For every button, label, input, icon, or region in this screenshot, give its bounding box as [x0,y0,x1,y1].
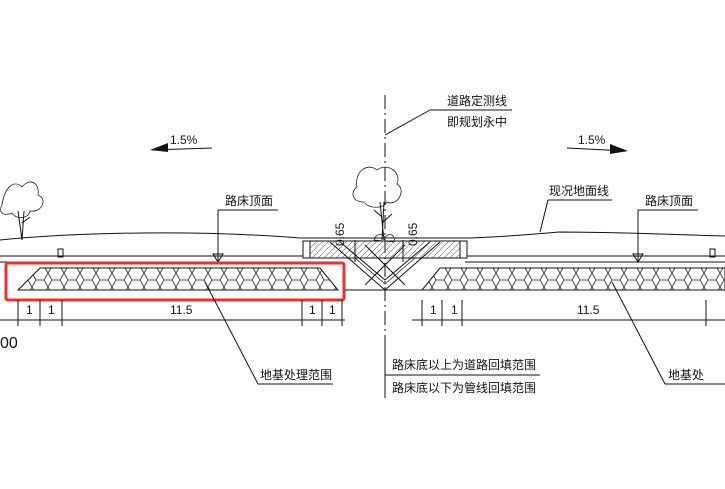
slope-right-label: 1.5% [578,133,606,147]
foundation-zone-right [420,267,725,291]
centerline-label-2: 即规划永中 [447,114,507,129]
slope-left-label: 1.5% [170,133,198,147]
dim-1-f: 1 [451,303,458,317]
dim-065-right: 0.65 [402,222,420,262]
subgrade-top-right-group: 路床顶面 [632,193,698,263]
dim-1-b: 1 [48,303,55,317]
subgrade-top-right-label: 路床顶面 [645,193,693,208]
dim-row-left: 1 1 11.5 1 1 00 [0,300,345,352]
existing-ground-label-group: 现况地面线 [539,184,612,233]
centerline-label-1: 道路定测线 [447,93,507,108]
tree-icon [352,166,402,243]
dim-partial: 00 [0,335,18,352]
existing-ground-label: 现况地面线 [549,184,609,198]
dim-1-e: 1 [430,303,437,317]
subgrade-top-left-label: 路床顶面 [225,193,273,208]
existing-ground-line [0,231,725,241]
highlight-box [4,261,346,302]
dim-1-c: 1 [309,303,316,317]
foundation-left-label-group: 地基处理范围 [204,281,333,385]
dim-065-right-label: 0.65 [406,222,420,246]
dim-065-left: 0.65 [333,222,356,262]
backfill-label-group: 路床底以上为道路回填范围 路床底以下为管线回填范围 [384,345,540,398]
backfill-lower-label: 路床底以下为管线回填范围 [392,380,536,395]
dim-1-d: 1 [329,303,336,317]
dim-115-right: 11.5 [577,303,600,317]
slope-right: 1.5% [566,133,628,154]
foundation-left-label: 地基处理范围 [260,368,332,382]
foundation-right-label: 地基处 [668,368,704,382]
foundation-right-label-group: 地基处 [611,281,725,385]
dim-1-a: 1 [26,303,33,317]
centerline-label-group: 道路定测线 即规划永中 [384,93,512,136]
backfill-upper-label: 路床底以上为道路回填范围 [392,357,536,372]
dim-row-right: 1 1 11.5 [412,300,725,326]
pipe-trench [302,240,468,291]
foundation-zone-left [16,267,340,291]
tree-icon [0,181,44,241]
subgrade-top-left-group: 路床顶面 [212,193,278,263]
slope-left: 1.5% [150,133,213,152]
dim-065-left-label: 0.65 [333,222,347,246]
dim-115-left: 11.5 [170,303,193,317]
